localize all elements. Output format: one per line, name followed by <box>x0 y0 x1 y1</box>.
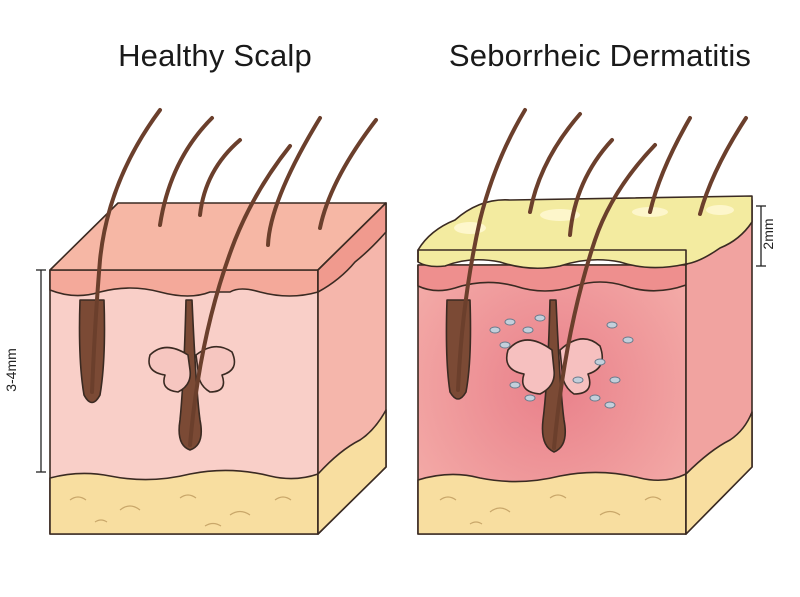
hair-9 <box>568 138 614 237</box>
hair-2 <box>158 116 214 227</box>
healthy-epidermis-front <box>49 269 319 297</box>
healthy-hairs <box>90 108 378 447</box>
dermatitis-thickness-label: 2mm <box>760 218 776 250</box>
healthy-sebaceous-gland <box>148 345 236 393</box>
hair-12 <box>698 116 748 216</box>
seborrheic-dermatitis-title: Seborrheic Dermatitis <box>448 38 752 73</box>
healthy-side-epidermis <box>317 202 387 293</box>
hair-7 <box>456 108 527 392</box>
hair-5 <box>266 116 322 247</box>
malassezia-yeast-cells <box>489 314 634 409</box>
hair-11 <box>648 116 692 214</box>
hair-8 <box>528 112 582 214</box>
healthy-depth-label: 3-4mm <box>3 348 19 392</box>
dermatitis-epidermis-front <box>417 264 687 292</box>
scale-flakes <box>454 205 734 234</box>
hair-4 <box>188 144 292 447</box>
healthy-scalp-title: Healthy Scalp <box>118 38 312 73</box>
dermatitis-side-fat <box>685 411 753 535</box>
dermatitis-skin-block <box>417 195 753 535</box>
dermatitis-scale-thickness-marker <box>756 205 766 267</box>
healthy-depth-marker <box>36 269 46 473</box>
healthy-fat-front <box>49 469 319 535</box>
hair-3 <box>198 138 242 217</box>
hair-10 <box>552 143 657 450</box>
dermatitis-hairs <box>456 108 748 450</box>
hair-1 <box>90 108 162 394</box>
healthy-side-fat <box>317 409 387 535</box>
dermatitis-fat-front <box>417 471 687 535</box>
hair-6 <box>318 118 378 230</box>
